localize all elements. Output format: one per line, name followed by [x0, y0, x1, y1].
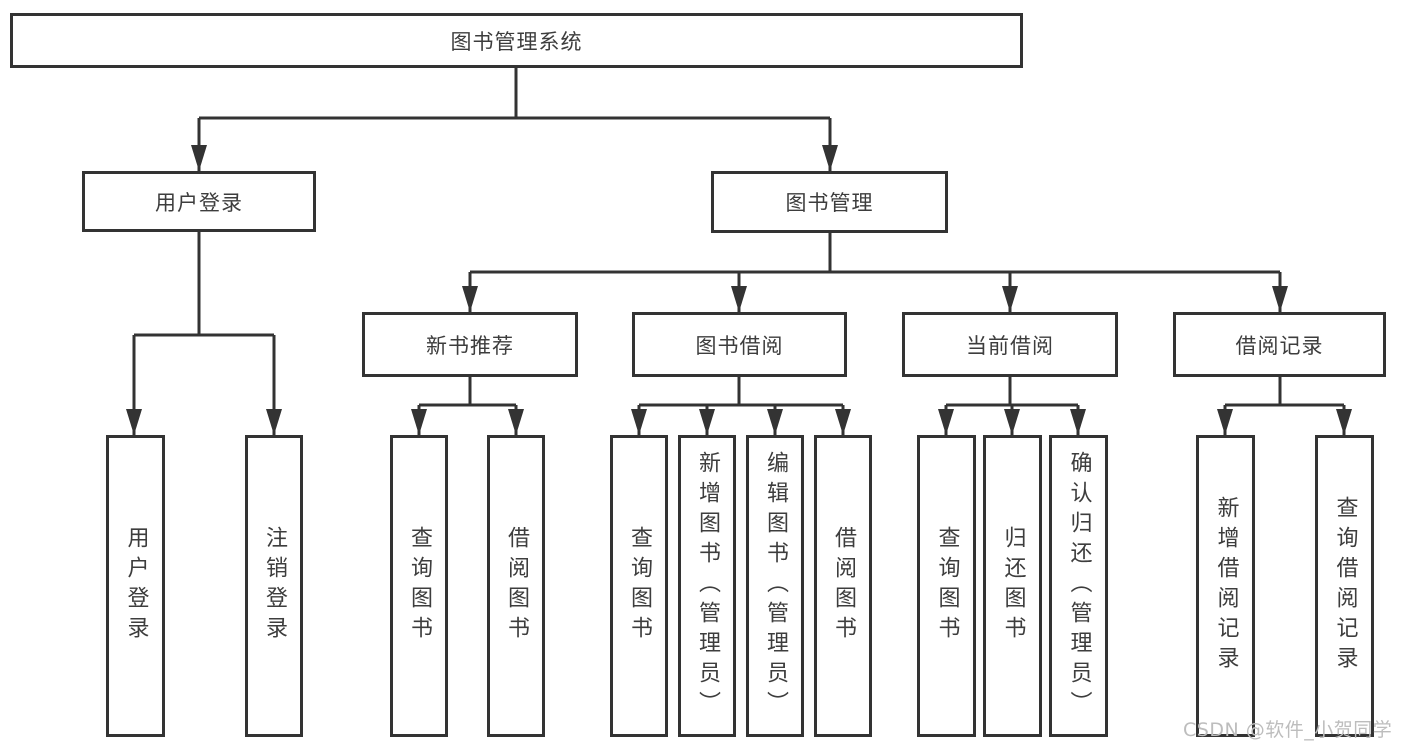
- node-book-borrow: 图书借阅: [632, 312, 847, 377]
- node-label: 借阅图书: [504, 526, 529, 646]
- node-label: 图书管理系统: [450, 29, 583, 54]
- node-label: 新书推荐: [426, 333, 514, 358]
- node-query-borrow-record: 查询借阅记录: [1315, 435, 1374, 737]
- node-label: 借阅图书: [831, 526, 856, 646]
- node-query-books: 查询图书: [390, 435, 448, 737]
- node-confirm-return-admin: 确认归还（管理员）: [1049, 435, 1108, 737]
- watermark: CSDN @软件_小贺同学: [1183, 719, 1393, 741]
- node-user-login-leaf: 用户登录: [106, 435, 165, 737]
- node-label: 确认归还（管理员）: [1066, 451, 1092, 721]
- node-current-borrow: 当前借阅: [902, 312, 1118, 377]
- node-query-books: 查询图书: [917, 435, 976, 737]
- node-label: 用户登录: [123, 526, 149, 646]
- node-borrow-records: 借阅记录: [1173, 312, 1386, 377]
- node-new-book-recommend: 新书推荐: [362, 312, 578, 377]
- node-root: 图书管理系统: [10, 13, 1023, 68]
- node-query-books: 查询图书: [610, 435, 668, 737]
- node-label: 编辑图书（管理员）: [763, 451, 788, 721]
- node-borrow-books: 借阅图书: [487, 435, 545, 737]
- node-label: 查询图书: [934, 526, 960, 646]
- node-return-book: 归还图书: [983, 435, 1042, 737]
- node-add-book-admin: 新增图书（管理员）: [678, 435, 736, 737]
- node-logout-leaf: 注销登录: [245, 435, 303, 737]
- node-label: 图书管理: [785, 191, 874, 215]
- node-edit-book-admin: 编辑图书（管理员）: [746, 435, 804, 737]
- node-label: 当前借阅: [966, 333, 1054, 358]
- node-label: 注销登录: [262, 526, 287, 646]
- node-add-borrow-record: 新增借阅记录: [1196, 435, 1255, 737]
- node-label: 查询借阅记录: [1332, 496, 1358, 676]
- node-borrow-books: 借阅图书: [814, 435, 872, 737]
- node-user-login: 用户登录: [82, 171, 316, 232]
- node-book-management: 图书管理: [711, 171, 948, 233]
- node-label: 归还图书: [1000, 526, 1026, 646]
- node-label: 用户登录: [155, 190, 243, 215]
- node-label: 借阅记录: [1235, 333, 1324, 358]
- node-label: 新增图书（管理员）: [695, 451, 720, 721]
- node-label: 查询图书: [627, 526, 652, 646]
- node-label: 图书借阅: [695, 333, 784, 358]
- node-label: 新增借阅记录: [1213, 496, 1239, 676]
- node-label: 查询图书: [407, 526, 432, 646]
